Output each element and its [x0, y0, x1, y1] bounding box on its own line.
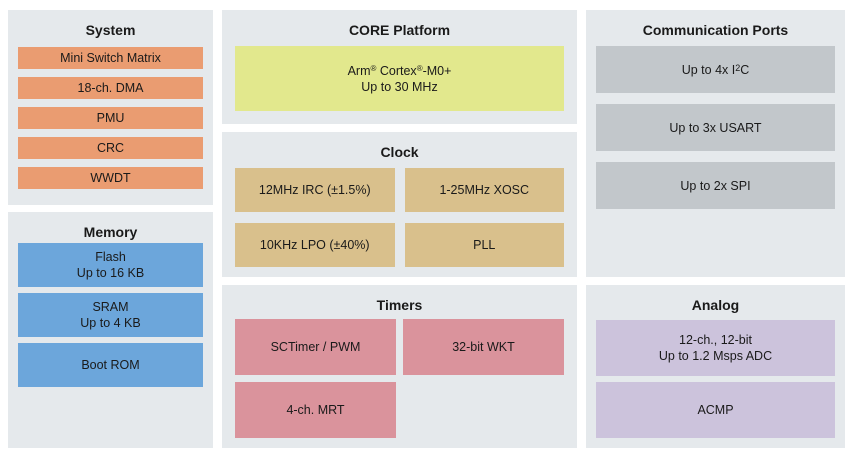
block-pll: PLL — [404, 223, 564, 267]
panel-title-system: System — [85, 22, 136, 38]
block-label: Arm® Cortex®-M0+ — [347, 63, 452, 78]
block-sublabel: Up to 30 MHz — [361, 79, 438, 94]
core-blocks: Arm® Cortex®-M0+ Up to 30 MHz — [222, 38, 577, 111]
block-label: ACMP — [697, 403, 734, 417]
block-cortex-m0plus: Arm® Cortex®-M0+ Up to 30 MHz — [235, 46, 564, 111]
middle-column: CORE Platform Arm® Cortex®-M0+ Up to 30 … — [222, 10, 577, 448]
block-usart: Up to 3x USART — [596, 104, 835, 151]
block-32bit-wkt: 32-bit WKT — [403, 319, 564, 375]
block-label: Up to 3x USART — [669, 120, 762, 135]
block-sram: SRAM Up to 4 KB — [18, 293, 203, 337]
block-label: 12-ch., 12-bit — [679, 333, 752, 347]
block-label: PLL — [473, 238, 496, 252]
block-label: SCTimer / PWM — [270, 340, 361, 354]
system-blocks: Mini Switch Matrix 18-ch. DMA PMU CRC WW… — [8, 38, 213, 189]
block-label: 12MHz IRC (±1.5%) — [258, 183, 371, 197]
block-mini-switch-matrix: Mini Switch Matrix — [18, 47, 203, 69]
panel-title-core-platform: CORE Platform — [348, 22, 451, 38]
block-lpo: 10KHz LPO (±40%) — [235, 223, 395, 267]
block-label: Mini Switch Matrix — [60, 51, 161, 65]
panel-memory: Memory Flash Up to 16 KB SRAM Up to 4 KB… — [8, 212, 213, 448]
comm-blocks: Up to 4x I2C Up to 3x USART Up to 2x SPI — [586, 38, 845, 209]
block-12mhz-irc: 12MHz IRC (±1.5%) — [235, 168, 395, 212]
block-sublabel: Up to 16 KB — [76, 266, 145, 280]
right-column: Communication Ports Up to 4x I2C Up to 3… — [586, 10, 845, 448]
block-wwdt: WWDT — [18, 167, 203, 189]
block-label: CRC — [96, 141, 125, 155]
panel-title-clock: Clock — [380, 144, 419, 160]
panel-timers: Timers SCTimer / PWM 32-bit WKT 4-ch. MR… — [222, 285, 577, 448]
block-18ch-dma: 18-ch. DMA — [18, 77, 203, 99]
block-label: 4-ch. MRT — [286, 403, 345, 417]
block-xosc: 1-25MHz XOSC — [404, 168, 564, 212]
block-label: 10KHz LPO (±40%) — [259, 238, 370, 252]
panel-system: System Mini Switch Matrix 18-ch. DMA PMU… — [8, 10, 213, 205]
memory-blocks: Flash Up to 16 KB SRAM Up to 4 KB Boot R… — [8, 240, 213, 387]
panel-clock: Clock 12MHz IRC (±1.5%) 1-25MHz XOSC 10K… — [222, 132, 577, 277]
block-i2c: Up to 4x I2C — [596, 46, 835, 93]
block-label: Up to 2x SPI — [680, 178, 751, 193]
block-label: Boot ROM — [81, 358, 140, 372]
panel-title-timers: Timers — [376, 297, 423, 313]
panel-core-platform: CORE Platform Arm® Cortex®-M0+ Up to 30 … — [222, 10, 577, 124]
panel-title-memory: Memory — [83, 224, 138, 240]
block-pmu: PMU — [18, 107, 203, 129]
registered-mark: ® — [416, 63, 423, 73]
timer-blocks: SCTimer / PWM 32-bit WKT 4-ch. MRT — [222, 313, 577, 438]
superscript-2: 2 — [735, 62, 741, 73]
block-flash: Flash Up to 16 KB — [18, 243, 203, 287]
analog-blocks: 12-ch., 12-bit Up to 1.2 Msps ADC ACMP — [586, 313, 845, 438]
block-adc: 12-ch., 12-bit Up to 1.2 Msps ADC — [596, 320, 835, 376]
block-label: Up to 4x I2C — [681, 62, 750, 77]
block-crc: CRC — [18, 137, 203, 159]
block-label: 18-ch. DMA — [77, 81, 144, 95]
block-label: 1-25MHz XOSC — [439, 183, 530, 197]
block-sctimer-pwm: SCTimer / PWM — [235, 319, 396, 375]
block-acmp: ACMP — [596, 382, 835, 438]
block-label: 32-bit WKT — [452, 340, 515, 354]
clock-blocks: 12MHz IRC (±1.5%) 1-25MHz XOSC 10KHz LPO… — [222, 160, 577, 267]
block-label: WWDT — [90, 171, 131, 185]
panel-communication-ports: Communication Ports Up to 4x I2C Up to 3… — [586, 10, 845, 277]
block-spi: Up to 2x SPI — [596, 162, 835, 209]
panel-title-analog: Analog — [691, 297, 740, 313]
panel-analog: Analog 12-ch., 12-bit Up to 1.2 Msps ADC… — [586, 285, 845, 448]
block-label: Flash — [95, 250, 126, 264]
left-column: System Mini Switch Matrix 18-ch. DMA PMU… — [8, 10, 213, 448]
registered-mark: ® — [370, 63, 377, 73]
block-sublabel: Up to 4 KB — [80, 316, 141, 330]
block-sublabel: Up to 1.2 Msps ADC — [658, 349, 773, 363]
panel-title-communication-ports: Communication Ports — [642, 22, 789, 38]
block-label: SRAM — [92, 300, 129, 314]
block-label: PMU — [96, 111, 125, 125]
block-boot-rom: Boot ROM — [18, 343, 203, 387]
block-4ch-mrt: 4-ch. MRT — [235, 382, 396, 438]
